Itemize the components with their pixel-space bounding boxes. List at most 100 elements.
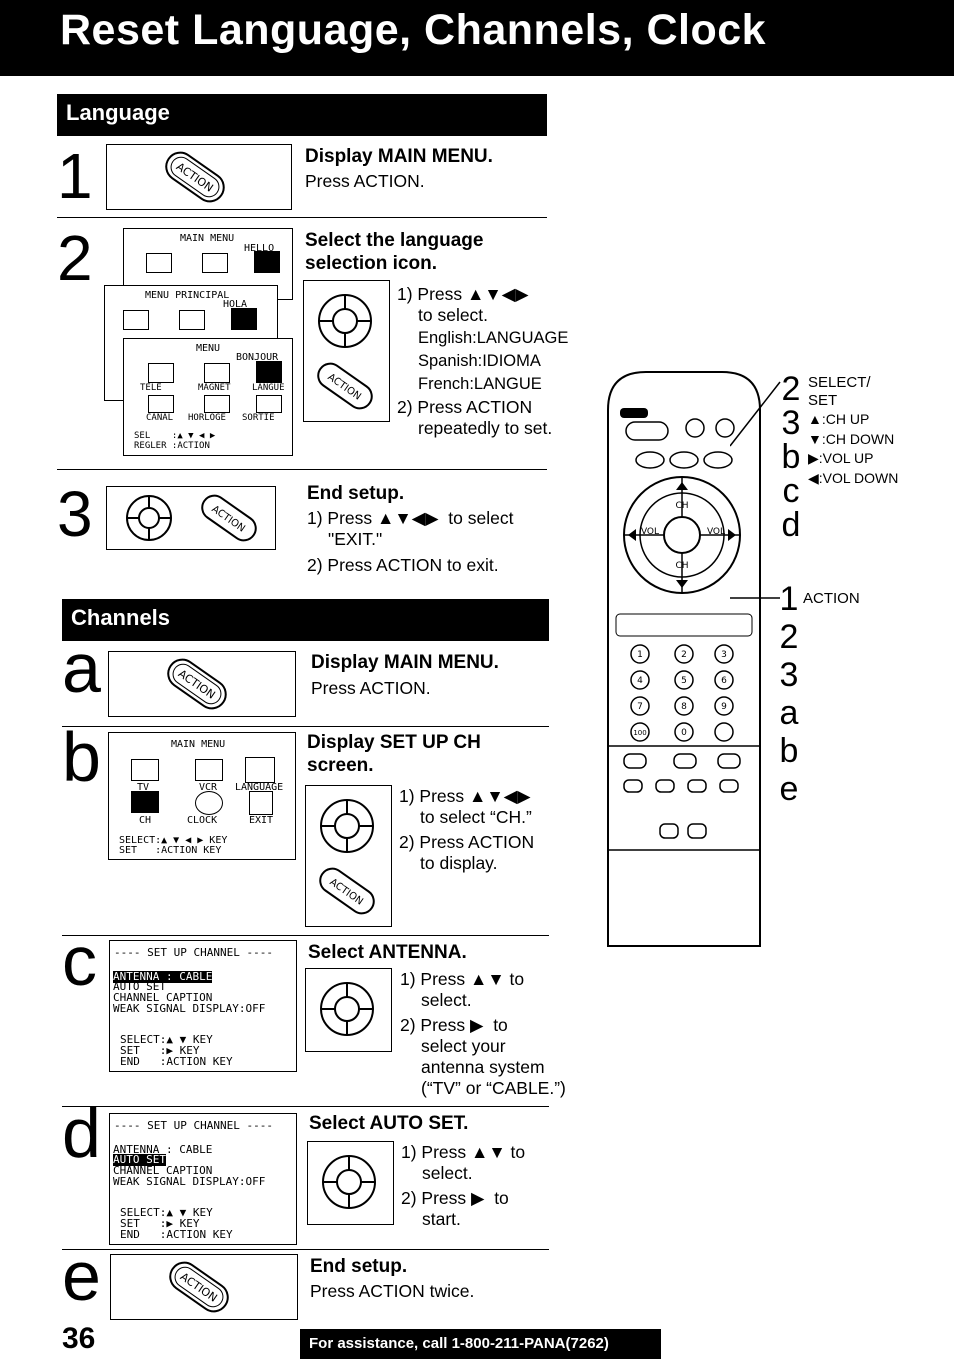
step-instructions: 1) Press ▲▼◀▶ to select “CH.” 2) Press A… [399, 786, 534, 874]
svg-text:6: 6 [721, 676, 727, 686]
step-instructions: 1) Press ▲▼ to select. 2) Press ▶ to sel… [400, 969, 566, 1099]
setup-channel-screen: ---- SET UP CHANNEL ---- ANTENNA : CABLE… [109, 940, 297, 1072]
auto-set-option: AUTO SET [113, 980, 166, 993]
language-icon [231, 308, 257, 330]
svg-text:1: 1 [637, 650, 643, 660]
step-heading: End setup. [310, 1256, 408, 1277]
menu-select-line: SEL :▲ ▼ ◀ ▶ [134, 431, 216, 441]
icon-label: TELE [140, 383, 162, 393]
joystick-icon [322, 1155, 376, 1209]
ch-down-label: ▼:CH DOWN [808, 430, 895, 447]
set-key-line: SET :▶ KEY [120, 1217, 200, 1230]
menu-title: MENU [196, 343, 221, 354]
vcr-icon [195, 759, 223, 781]
menu-greeting: HOLA [223, 299, 248, 310]
ch-icon [131, 791, 159, 813]
channels-header: Channels [62, 599, 549, 641]
step-letter: a [62, 629, 101, 707]
clock-icon [195, 791, 223, 815]
svg-text:4: 4 [637, 676, 643, 686]
step-heading: End setup. [307, 483, 405, 504]
assistance-bar: For assistance, call 1-800-211-PANA(7262… [300, 1329, 661, 1359]
icon-label: LANGUAGE [235, 782, 284, 793]
channel-caption-option: CHANNEL CAPTION [113, 991, 213, 1004]
end-key-line: END :ACTION KEY [120, 1055, 233, 1068]
language-header: Language [57, 94, 547, 136]
instruction-line: (“TV” or “CABLE.”) [421, 1078, 566, 1098]
auto-set-option-selected: AUTO SET [113, 1153, 166, 1166]
step-heading: Select the language selection icon. [305, 229, 483, 275]
remote-buttons-illustration: ACTION [305, 785, 392, 927]
action-button-illustration: ACTION [110, 1254, 298, 1320]
instruction-line: Spanish:IDIOMA [418, 352, 541, 370]
menu-greeting: BONJOUR [236, 352, 279, 363]
language-icon [254, 251, 280, 273]
vcr-icon [202, 253, 228, 273]
svg-text:VOL: VOL [707, 527, 725, 537]
language-icon [245, 757, 275, 783]
channel-caption-option: CHANNEL CAPTION [113, 1164, 213, 1177]
instruction-line: 2) Press ACTION [397, 397, 533, 417]
instruction-line: 1) Press ▲▼ to [401, 1142, 526, 1162]
icon-label: CANAL [146, 413, 174, 423]
canal-icon [148, 395, 174, 413]
menu-french-screen: MENU BONJOUR TELE MAGNET LANGUE CANAL HO… [123, 338, 293, 456]
instruction-line: to display. [420, 853, 498, 873]
instruction-line: 1) Press ▲▼◀▶ to select [307, 508, 514, 528]
menu-title: MAIN MENU [171, 739, 226, 750]
icon-label: MAGNET [198, 383, 231, 393]
instruction-line: 2) Press ▶ to [401, 1188, 509, 1208]
callout-step: 2 [781, 370, 801, 408]
instruction-line: select. [421, 990, 472, 1010]
setup-channel-screen: ---- SET UP CHANNEL ---- ANTENNA : CABLE… [109, 1113, 297, 1245]
antenna-option: ANTENNA : CABLE [113, 1143, 213, 1156]
callout-step: c [782, 472, 800, 510]
step-heading: Display MAIN MENU. [311, 652, 499, 673]
icon-label: TV [137, 782, 150, 793]
callout-step: a [779, 694, 799, 732]
icon-label: VCR [199, 782, 218, 793]
menu-set-line: REGLER :ACTION [134, 441, 210, 451]
label-line: SET [808, 392, 838, 409]
weak-signal-option: WEAK SIGNAL DISPLAY:OFF [113, 1002, 266, 1015]
svg-text:9: 9 [721, 702, 727, 712]
instruction-line: select. [422, 1163, 473, 1183]
action-button-illustration: ACTION [106, 144, 292, 210]
menu-greeting: HELLO [244, 243, 275, 254]
svg-text:2: 2 [681, 650, 687, 660]
instruction-line: to select “CH.” [420, 807, 532, 827]
instruction-line: start. [422, 1209, 461, 1229]
icon-label: HORLOGE [188, 413, 226, 423]
action-icon: ACTION [169, 1261, 229, 1313]
tv-icon [123, 310, 149, 330]
step-number: 3 [57, 478, 93, 550]
step-heading: Select AUTO SET. [309, 1113, 469, 1134]
step-instructions: 1) Press ▲▼ to select. 2) Press ▶ to sta… [401, 1142, 525, 1230]
weak-signal-option: WEAK SIGNAL DISPLAY:OFF [113, 1175, 266, 1188]
divider [57, 469, 547, 470]
language-header-label: Language [66, 100, 170, 125]
page-title: Reset Language, Channels, Clock [60, 6, 767, 54]
joystick-and-action-icons: ACTION [126, 494, 257, 542]
instruction-line: 1) Press ▲▼◀▶ [397, 284, 529, 304]
divider [62, 1249, 549, 1250]
svg-text:7: 7 [637, 702, 643, 712]
callout-step: d [781, 506, 801, 544]
step-text: Press ACTION. [311, 678, 431, 698]
instruction-line: "EXIT." [328, 529, 383, 549]
divider [62, 935, 549, 936]
callout-step: e [779, 770, 799, 808]
action-icon: ACTION [167, 658, 227, 710]
menu-set-line: SET :ACTION KEY [119, 845, 222, 856]
instruction-line: 2) Press ▶ to [400, 1015, 508, 1035]
instruction-line: select your [421, 1036, 506, 1056]
vcr-icon [204, 363, 230, 383]
icon-label: SORTIE [242, 413, 275, 423]
instruction-line: 1) Press ▲▼◀▶ [399, 786, 531, 806]
tv-icon [131, 759, 159, 781]
menu-title: MAIN MENU [180, 233, 235, 244]
language-icon [256, 361, 282, 383]
joystick-and-action-icons: ACTION [319, 799, 375, 915]
